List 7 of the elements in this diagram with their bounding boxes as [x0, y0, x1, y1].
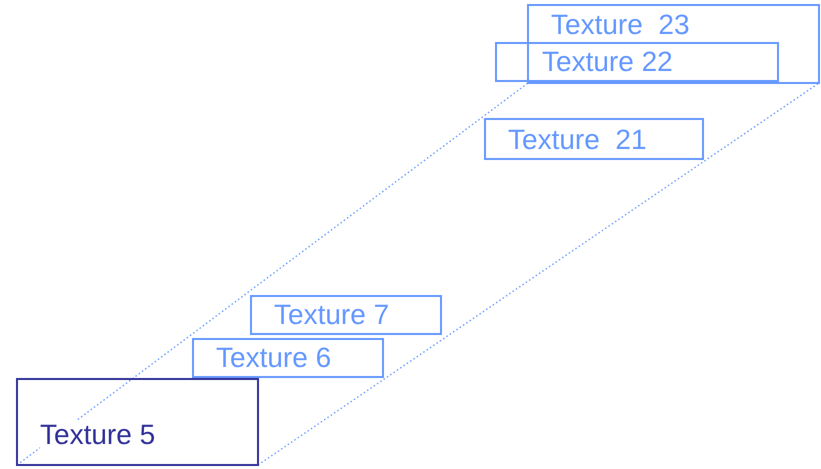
dotted-line	[258, 82, 820, 466]
texture-label: Texture 5	[40, 420, 156, 450]
texture-frame	[192, 338, 384, 378]
texture-frame	[250, 295, 442, 335]
texture-frame	[495, 42, 779, 82]
texture-frame	[484, 118, 704, 160]
texture-frame	[16, 378, 259, 466]
